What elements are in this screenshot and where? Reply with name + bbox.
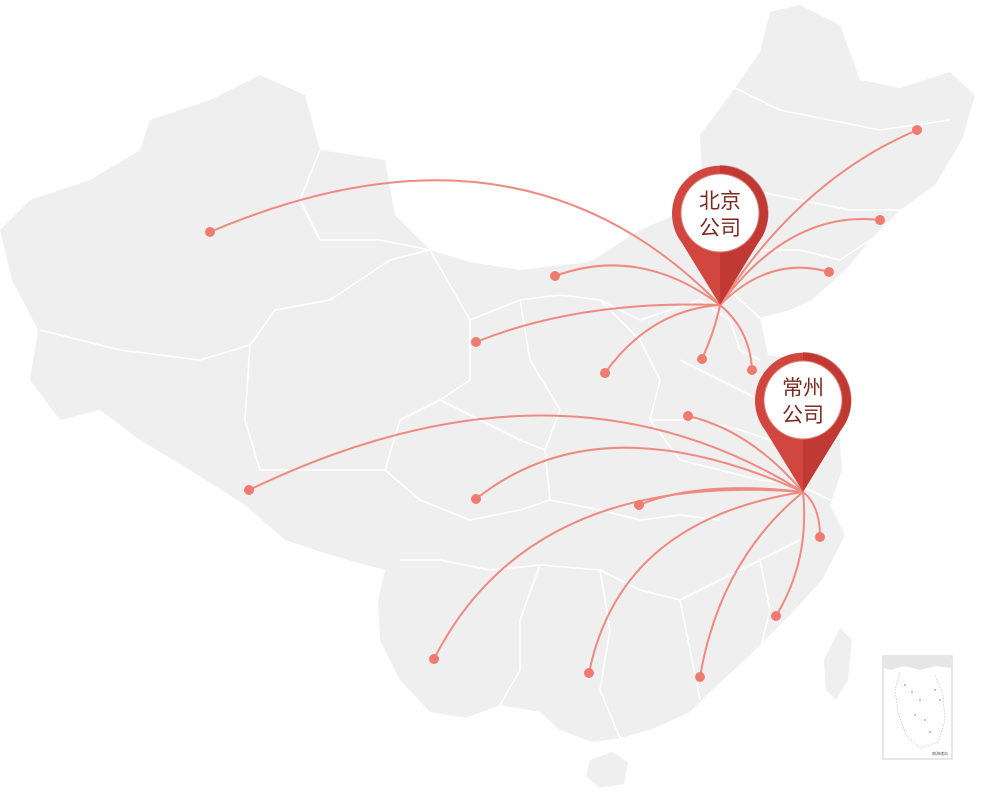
destination-dot: [584, 668, 594, 678]
destination-dot: [471, 337, 481, 347]
destination-dot: [471, 494, 481, 504]
pin-face: [763, 360, 843, 440]
south-china-sea-inset: 南海诸岛: [882, 655, 953, 760]
destination-dot: [634, 500, 644, 510]
route-line: [719, 129, 918, 306]
route-line: [719, 304, 753, 371]
destination-dot: [695, 672, 705, 682]
route-line: [588, 491, 804, 674]
destination-dot: [824, 267, 834, 277]
destination-dot: [683, 411, 693, 421]
destination-dot: [912, 125, 922, 135]
pin-face: [680, 173, 760, 253]
route-line: [554, 264, 721, 306]
route-line: [248, 414, 804, 493]
route-line: [775, 491, 806, 617]
destination-dot: [771, 611, 781, 621]
route-line: [475, 446, 804, 500]
destination-dot: [697, 354, 707, 364]
route-line: [209, 179, 721, 306]
hainan: [586, 752, 628, 788]
taiwan: [824, 628, 852, 700]
destination-dot: [747, 365, 757, 375]
destination-dot: [875, 215, 885, 225]
route-line: [802, 491, 821, 538]
destination-dot: [600, 368, 610, 378]
routes-changzhou: [248, 414, 821, 678]
pin-label-line2: 公司: [782, 403, 824, 427]
route-line: [719, 218, 881, 306]
inset-label: 南海诸岛: [932, 750, 948, 756]
destination-points: [205, 125, 922, 682]
route-line: [687, 415, 804, 493]
destination-dot: [550, 271, 560, 281]
route-line: [604, 304, 721, 374]
pin-label-line1: 常州: [782, 376, 824, 400]
destination-dot: [815, 532, 825, 542]
routes-beijing: [209, 129, 918, 374]
route-line: [719, 266, 830, 306]
route-line: [701, 304, 721, 360]
destination-dot: [244, 485, 254, 495]
pin-beijing[interactable]: 北京 公司: [672, 164, 769, 305]
destination-dot: [205, 227, 215, 237]
pin-label-line1: 北京: [699, 189, 741, 213]
route-line: [433, 488, 804, 660]
route-line: [699, 491, 804, 678]
pin-label-line2: 公司: [699, 216, 741, 240]
pin-changzhou[interactable]: 常州 公司: [755, 351, 852, 492]
destination-dot: [429, 654, 439, 664]
route-line: [475, 303, 721, 343]
